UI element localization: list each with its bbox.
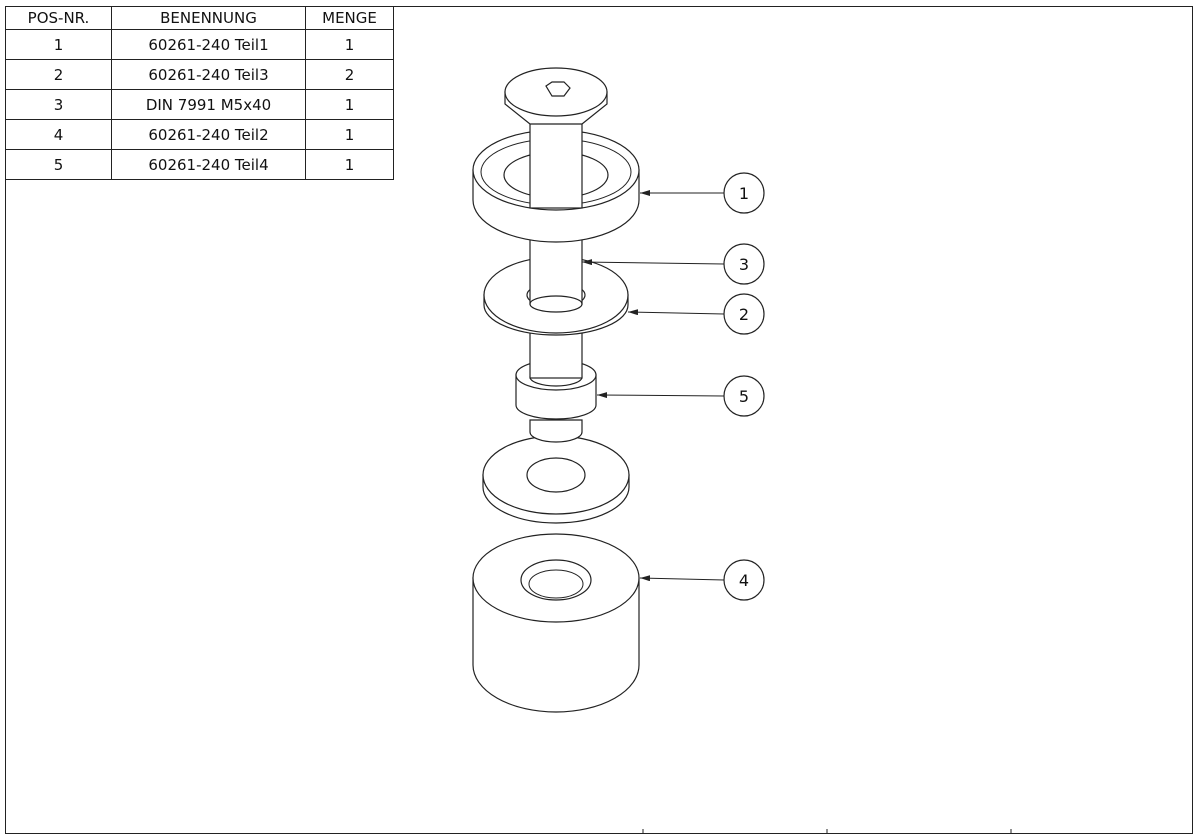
bom-row: 1 60261-240 Teil1 1 xyxy=(5,29,394,60)
bom-cell-qty: 2 xyxy=(305,59,394,90)
drawing-sheet-border xyxy=(5,6,1193,834)
bom-header-qty: MENGE xyxy=(305,6,394,30)
bom-cell-qty: 1 xyxy=(305,29,394,60)
balloon-4-label: 4 xyxy=(739,571,749,590)
balloon-1: 1 xyxy=(723,172,765,214)
bom-cell-qty: 1 xyxy=(305,89,394,120)
part-4-spacer-cylinder xyxy=(472,533,640,713)
part-3-screw-shank-top xyxy=(529,117,583,209)
balloon-5-label: 5 xyxy=(739,387,749,406)
bom-cell-pos: 2 xyxy=(5,59,112,90)
leader-lines xyxy=(581,190,725,582)
balloon-4: 4 xyxy=(723,559,765,601)
balloon-2: 2 xyxy=(723,293,765,335)
part-3-screw-shank-middle xyxy=(529,329,583,379)
bom-row: 5 60261-240 Teil4 1 xyxy=(5,149,394,180)
bom-cell-name: DIN 7991 M5x40 xyxy=(111,89,306,120)
bom-cell-name: 60261-240 Teil4 xyxy=(111,149,306,180)
balloon-5: 5 xyxy=(723,375,765,417)
bill-of-materials-table: POS-NR. BENENNUNG MENGE 1 60261-240 Teil… xyxy=(5,6,394,180)
part-3-countersunk-screw-head xyxy=(504,67,608,125)
balloon-2-label: 2 xyxy=(739,305,749,324)
bom-cell-qty: 1 xyxy=(305,149,394,180)
part-2-washer-lower xyxy=(482,435,630,524)
bom-row: 3 DIN 7991 M5x40 1 xyxy=(5,89,394,120)
balloon-1-label: 1 xyxy=(739,184,749,203)
bom-header-name: BENENNUNG xyxy=(111,6,306,30)
frame-bottom-ticks xyxy=(642,829,1012,834)
bom-cell-name: 60261-240 Teil3 xyxy=(111,59,306,90)
bom-row: 2 60261-240 Teil3 2 xyxy=(5,59,394,90)
bom-header-row: POS-NR. BENENNUNG MENGE xyxy=(5,6,394,30)
balloon-3: 3 xyxy=(723,243,765,285)
bom-cell-name: 60261-240 Teil2 xyxy=(111,119,306,150)
hex-socket-icon xyxy=(545,81,571,97)
bom-cell-pos: 5 xyxy=(5,149,112,180)
balloon-3-label: 3 xyxy=(739,255,749,274)
